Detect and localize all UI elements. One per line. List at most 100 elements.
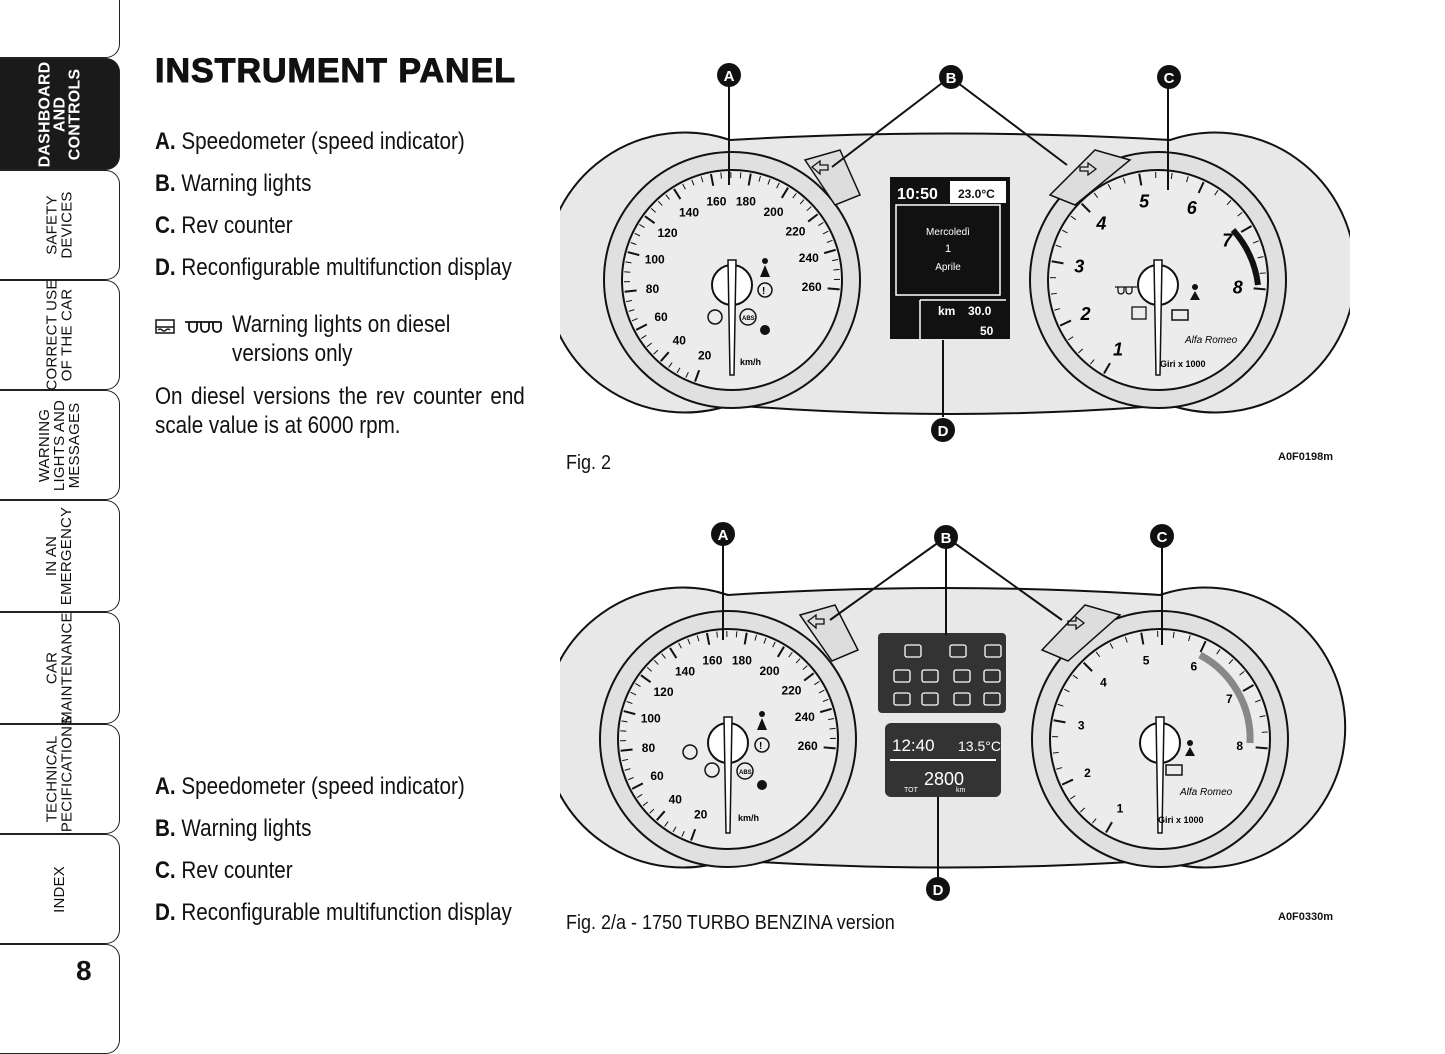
tab-label: DASHBOARD AND CONTROLS [37, 61, 82, 167]
figure-2a-code: A0F0330m [1278, 911, 1333, 923]
callout-b: B [939, 65, 963, 89]
display-time: 10:50 [897, 186, 938, 203]
gauge-tick-label: 160 [702, 654, 722, 668]
major-tick [828, 288, 840, 289]
callout-d: D [931, 418, 955, 442]
gauge-tick-label: 8 [1236, 739, 1243, 753]
major-tick [625, 290, 637, 291]
diesel-note: Warning lights on diesel versions only [232, 310, 450, 368]
tab-in-an-emergency[interactable]: IN AN EMERGENCY [0, 500, 120, 612]
legend-item-b: B. Warning lights [155, 170, 311, 198]
gauge-tick-label: 4 [1100, 676, 1107, 690]
tab-correct-use[interactable]: CORRECT USE OF THE CAR [0, 280, 120, 390]
legend2-item-c: C. Rev counter [155, 857, 293, 885]
gauge-tick-label: 240 [799, 251, 819, 265]
indicator-dot [757, 780, 767, 790]
display-day: Mercoledì [926, 227, 970, 238]
gauge-tick-label: 3 [1078, 718, 1085, 732]
minor-tick [834, 269, 840, 270]
major-tick [1254, 288, 1266, 289]
gauge-tick-label: 20 [694, 807, 708, 821]
callout-d: D [926, 877, 950, 901]
legend-item-c: C. Rev counter [155, 212, 293, 240]
gauge-tick-label: 60 [650, 769, 664, 783]
legend2-item-a: A. Speedometer (speed indicator) [155, 773, 465, 801]
svg-text:B: B [941, 530, 952, 547]
svg-text:!: ! [759, 741, 762, 752]
callout-c: C [1157, 65, 1181, 89]
display-temp: 23.0°C [958, 187, 995, 201]
svg-text:D: D [938, 423, 949, 440]
gauge-tick-label: 80 [642, 741, 656, 755]
svg-text:A: A [724, 68, 735, 85]
tab-top-blank [0, 0, 120, 58]
gauge-tick-label: 5 [1139, 192, 1150, 212]
speed-unit: km/h [740, 357, 761, 367]
minor-tick [721, 173, 722, 179]
page-number: 8 [76, 955, 92, 987]
display-month: Aprile [935, 262, 961, 273]
indicator-dot [760, 325, 770, 335]
callout-b: B [934, 525, 958, 549]
svg-text:C: C [1164, 70, 1175, 87]
display-date: 1 [945, 243, 951, 255]
svg-text:ABS: ABS [742, 316, 755, 322]
gauge-tick-label: 8 [1233, 277, 1243, 297]
svg-text:B: B [946, 70, 957, 87]
gauge-tick-label: 7 [1222, 230, 1233, 250]
legend-item-a: A. Speedometer (speed indicator) [155, 128, 465, 156]
display-trip: 50 [980, 324, 994, 338]
display-temp: 13.5°C [958, 738, 1001, 754]
tab-safety-devices[interactable]: SAFETY DEVICES [0, 170, 120, 280]
gauge-tick-label: 260 [798, 739, 818, 753]
speed-unit: km/h [738, 813, 759, 823]
multifunction-display: 12:40 13.5°C 2800 TOT km [885, 723, 1001, 797]
gauge-tick-label: 200 [763, 205, 783, 219]
legend2-item-b: B. Warning lights [155, 815, 311, 843]
chapter-tabs: DASHBOARD AND CONTROLS SAFETY DEVICES CO… [0, 0, 122, 1026]
display-km: km [956, 787, 966, 794]
minor-tick [830, 728, 836, 729]
gauge-tick-label: 5 [1143, 653, 1150, 667]
legend2-item-d: D. Reconfigurable multifunction display [155, 899, 512, 927]
gauge-tick-label: 6 [1190, 660, 1197, 674]
gauge-tick-label: 140 [675, 665, 695, 679]
callout-a: A [717, 63, 741, 87]
tab-technical-specifications[interactable]: TECHNICAL SPECIFICATIONS [0, 724, 120, 834]
gauge-tick-label: 80 [646, 282, 660, 296]
figure-2a-caption: Fig. 2/a - 1750 TURBO BENZINA version [566, 912, 895, 935]
svg-text:!: ! [762, 286, 765, 297]
gauge-tick-label: 3 [1074, 256, 1084, 276]
tab-index[interactable]: INDEX [0, 834, 120, 944]
tab-car-maintenance[interactable]: CAR MAINTENANCE [0, 612, 120, 724]
display-time: 12:40 [892, 736, 935, 755]
gauge-tick-label: 7 [1226, 692, 1233, 706]
tab-label: CORRECT USE OF THE CAR [44, 279, 74, 390]
callout-c: C [1150, 524, 1174, 548]
gauge-tick-label: 2 [1079, 304, 1090, 324]
gauge-tick-label: 1 [1117, 801, 1124, 815]
tab-warning-lights[interactable]: WARNING LIGHTS AND MESSAGES [0, 390, 120, 500]
gauge-tick-label: 2 [1084, 766, 1091, 780]
svg-text:ABS: ABS [739, 770, 752, 776]
display-tot: TOT [904, 787, 919, 794]
gauge-tick-label: 160 [706, 195, 726, 209]
page-title: INSTRUMENT PANEL [155, 52, 516, 91]
tab-label: INDEX [52, 866, 67, 913]
gauge-tick-label: 40 [669, 792, 683, 806]
gauge-tick-label: 180 [732, 653, 752, 667]
gauge-tick-label: 4 [1095, 214, 1106, 234]
tab-dashboard-and-controls[interactable]: DASHBOARD AND CONTROLS [0, 58, 120, 170]
tab-bottom-blank [0, 944, 120, 1054]
warning-light-panel [878, 633, 1006, 713]
fuel-filter-icon [156, 320, 174, 333]
gauge-tick-label: 220 [781, 683, 801, 697]
gauge-tick-label: 180 [736, 194, 756, 208]
figure-2-caption: Fig. 2 [566, 452, 611, 475]
rpm-unit: Giri x 1000 [1160, 359, 1206, 369]
gauge-tick-label: 240 [795, 710, 815, 724]
gauge-tick-label: 20 [698, 348, 712, 362]
tab-label: WARNING LIGHTS AND MESSAGES [37, 399, 82, 490]
